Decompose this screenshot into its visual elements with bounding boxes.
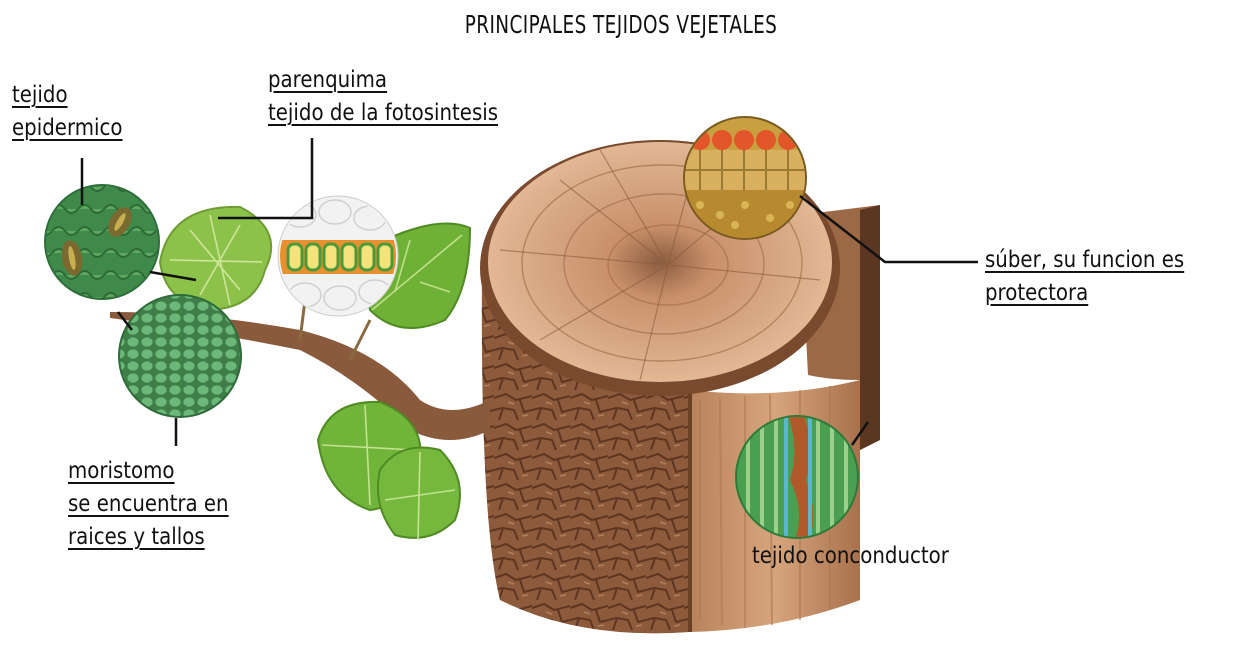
meristemo-line-3: raices y tallos [68,524,205,550]
parenquima-leader [218,138,314,220]
parenquima-label: parenquima tejido de la fotosintesis [268,64,498,130]
tree-branch [110,312,490,440]
epidermal-tissue-circle [44,184,160,300]
epidermico-label: tejido epidermico [12,79,122,145]
leaf-lower-2 [376,446,461,541]
meristem-tissue-circle [118,294,242,418]
parenquima-line-2: tejido de la fotosintesis [268,100,499,126]
leaf-center [158,205,273,312]
meristemo-label: moristomo se encuentra en raices y tallo… [68,455,229,554]
leaves [158,205,472,541]
leader-lines [80,138,978,446]
leaf-leader [149,270,197,282]
suber-line-2: protectora [985,280,1089,306]
parenquima-line-1: parenquima [268,67,388,93]
meristemo-line-2: se encuentra en [68,491,229,517]
suber-tissue-circle [683,116,807,240]
conductor-line-1: tejido conconductor [752,543,949,569]
epidermico-line-1: tejido [12,82,68,108]
suber-leader [799,195,978,264]
epidermico-line-2: epidermico [12,115,123,141]
conducting-tissue-circle [735,415,859,539]
suber-label: súber, su funcion es protectora [985,244,1184,310]
meristemo-line-1: moristomo [68,458,175,484]
suber-line-1: súber, su funcion es [985,247,1185,273]
meristemo-branch-leader [117,311,133,331]
conductor-leader [850,421,870,446]
diagram-title: PRINCIPALES TEJIDOS VEJETALES [464,10,778,39]
conductor-label: tejido conconductor [752,540,949,573]
